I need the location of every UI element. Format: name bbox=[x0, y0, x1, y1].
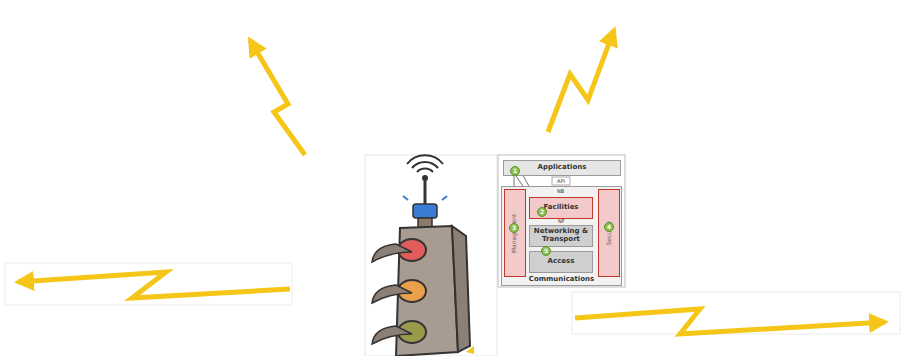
interface-label: API bbox=[557, 179, 565, 184]
layer-label: Management bbox=[512, 213, 519, 253]
callout-number: 5 bbox=[541, 246, 551, 256]
side-bar: Management bbox=[504, 189, 526, 277]
layer-box: Networking & Transport bbox=[529, 225, 593, 247]
layer-label: Facilities bbox=[541, 204, 580, 212]
layer-box: Applications bbox=[503, 160, 621, 176]
callout-number: 1 bbox=[510, 166, 520, 176]
layer-label: Applications bbox=[536, 164, 589, 172]
layer-box: Access bbox=[529, 251, 593, 273]
interface-label: NB bbox=[557, 189, 564, 194]
callout-number: 3 bbox=[509, 223, 519, 233]
communications-region: Communications Management FacilitiesNetwor… bbox=[501, 186, 622, 286]
layer-label: Access bbox=[546, 258, 577, 266]
callout-number: 4 bbox=[604, 222, 614, 232]
interface-label: NF bbox=[558, 219, 565, 224]
layer-label: Communications bbox=[527, 276, 596, 284]
layer-label: Networking & Transport bbox=[530, 228, 592, 243]
side-bar: Security bbox=[598, 189, 620, 277]
callout-number: 2 bbox=[537, 207, 547, 217]
